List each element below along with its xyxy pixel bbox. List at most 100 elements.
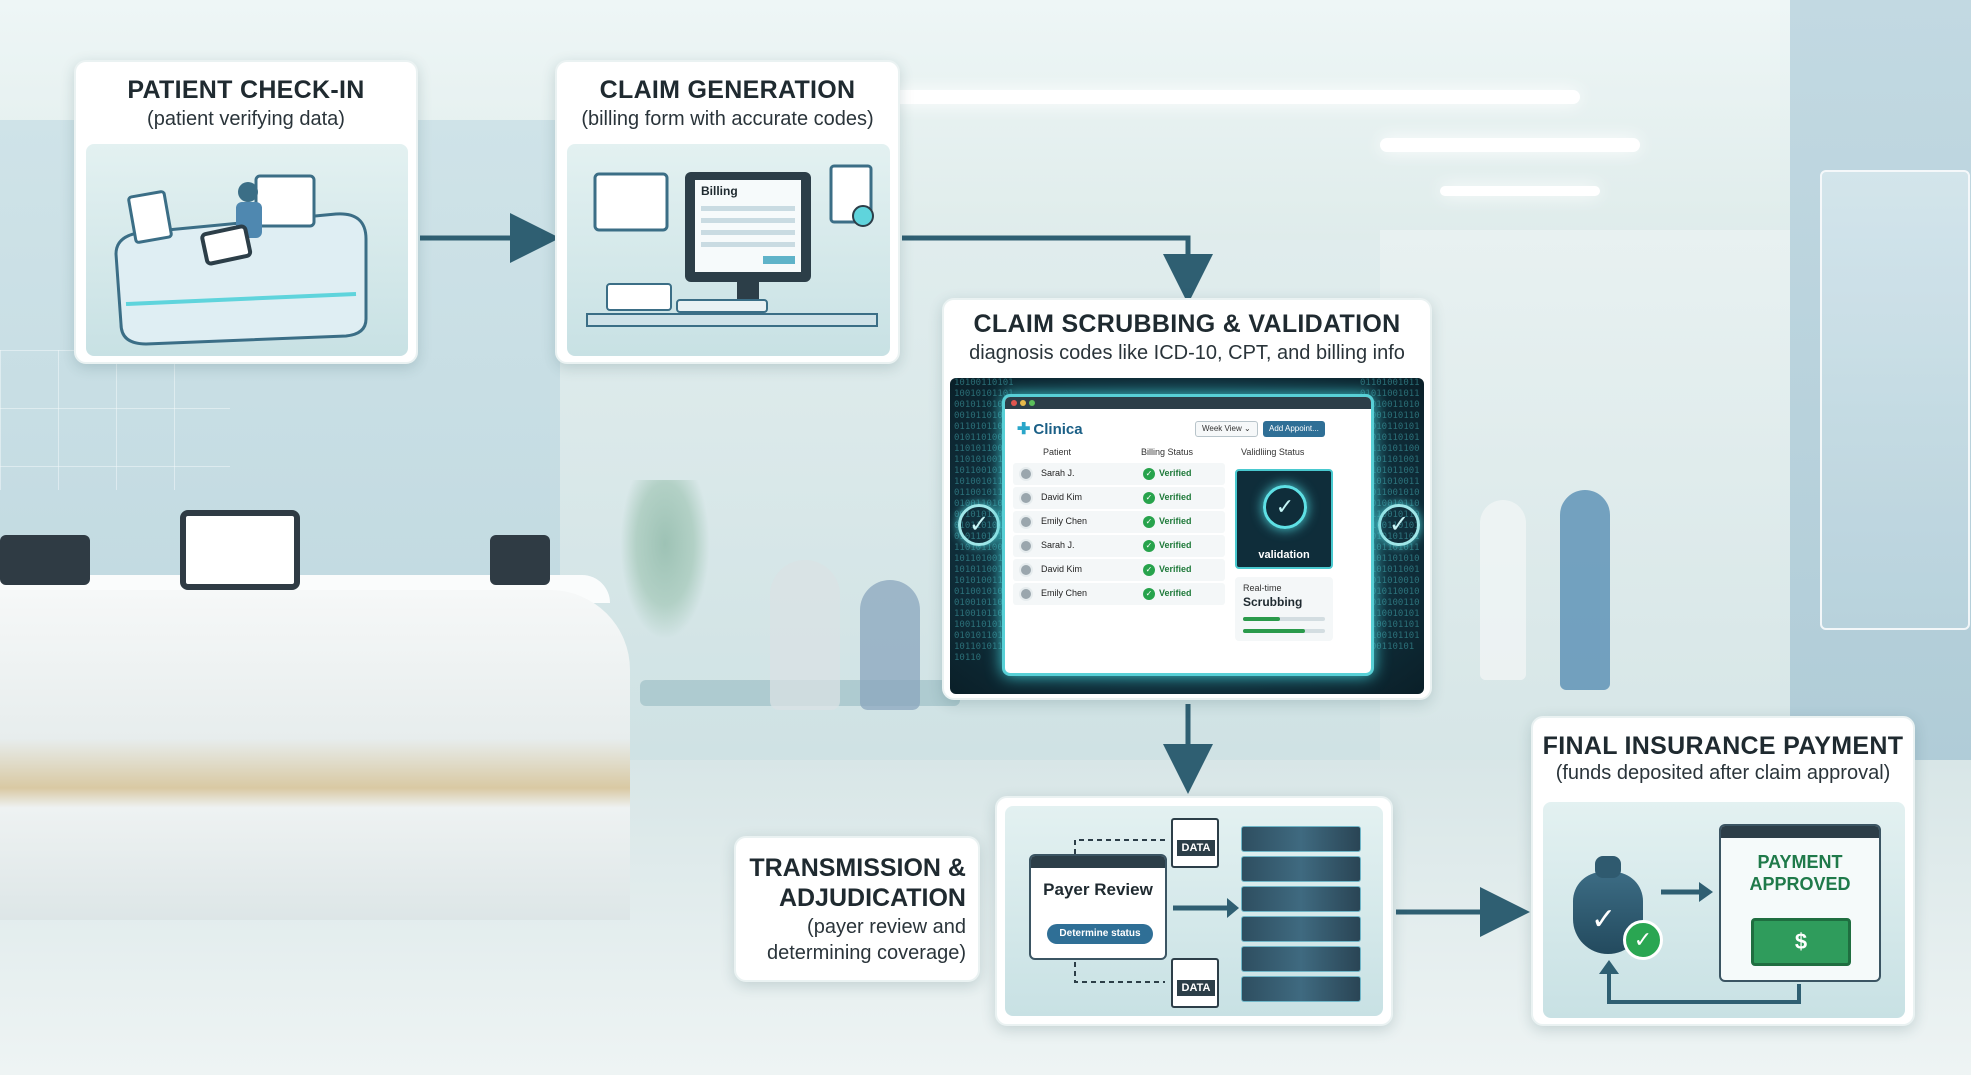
avatar bbox=[1019, 515, 1033, 529]
progress-bar bbox=[1243, 629, 1325, 633]
column-header-billing-status: Billing Status bbox=[1141, 447, 1194, 457]
patient-name: Emily Chen bbox=[1041, 588, 1088, 598]
patient-checkin-card: PATIENT CHECK-IN (patient verifying data… bbox=[74, 60, 418, 364]
progress-bar-fill bbox=[1243, 617, 1280, 621]
table-row[interactable]: Emily Chen ✓ Verified bbox=[1013, 583, 1225, 605]
check-circle-icon: ✓ bbox=[958, 504, 1000, 546]
app-titlebar bbox=[1005, 397, 1371, 409]
verified-check-icon: ✓ bbox=[1143, 468, 1155, 480]
validation-label: validation bbox=[1258, 549, 1310, 561]
table-row[interactable]: Sarah J. ✓ Verified bbox=[1013, 463, 1225, 485]
validation-panel: ✓ validation bbox=[1235, 469, 1333, 569]
verified-check-icon: ✓ bbox=[1143, 516, 1155, 528]
payer-window-titlebar bbox=[1031, 856, 1165, 868]
transmission-illustration: Payer Review Determine status DATA DATA bbox=[1005, 806, 1383, 1016]
server-unit bbox=[1241, 946, 1361, 972]
clinica-brand-label: Clinica bbox=[1033, 421, 1083, 438]
payment-approved-line2: APPROVED bbox=[1749, 874, 1851, 894]
server-rack-icon bbox=[1241, 826, 1361, 1006]
generation-subtitle: (billing form with accurate codes) bbox=[581, 108, 874, 130]
verified-check-icon: ✓ bbox=[1143, 492, 1155, 504]
billing-status: Verified bbox=[1159, 588, 1192, 598]
data-document-icon: DATA bbox=[1171, 958, 1219, 1008]
payment-title: FINAL INSURANCE PAYMENT bbox=[1542, 732, 1904, 760]
scrubbing-title: CLAIM SCRUBBING & VALIDATION bbox=[973, 310, 1401, 338]
table-row[interactable]: Emily Chen ✓ Verified bbox=[1013, 511, 1225, 533]
claim-scrubbing-card: CLAIM SCRUBBING & VALIDATION diagnosis c… bbox=[942, 298, 1432, 700]
add-appointment-button[interactable]: Add Appoint... bbox=[1263, 421, 1325, 437]
realtime-label: Real-time bbox=[1243, 583, 1282, 593]
column-header-patient: Patient bbox=[1043, 447, 1072, 457]
billing-monitor-label: Billing bbox=[701, 184, 738, 198]
avatar bbox=[1019, 467, 1033, 481]
medical-cross-icon: ✚ bbox=[1017, 421, 1031, 438]
transmission-title-line2: ADJUDICATION bbox=[778, 884, 966, 912]
transmission-title-line1: TRANSMISSION & bbox=[749, 854, 966, 882]
payment-approved-line1: PAYMENT bbox=[1757, 852, 1843, 872]
patient-name: Sarah J. bbox=[1041, 540, 1075, 550]
scrubbing-subtitle: diagnosis codes like ICD-10, CPT, and bi… bbox=[969, 342, 1405, 364]
window-max-dot bbox=[1029, 400, 1035, 406]
billing-computer-icon bbox=[586, 164, 878, 327]
wall-tiles bbox=[0, 350, 230, 490]
data-flow-lines bbox=[1074, 839, 1239, 983]
table-row[interactable]: David Kim ✓ Verified bbox=[1013, 487, 1225, 509]
transmission-label-card: TRANSMISSION & ADJUDICATION (payer revie… bbox=[734, 836, 980, 982]
reception-desk bbox=[0, 590, 630, 920]
dollar-bill-icon: $ bbox=[1751, 918, 1851, 966]
data-tag: DATA bbox=[1177, 840, 1215, 856]
validation-check-icon: ✓ bbox=[1263, 485, 1307, 529]
desk-monitor bbox=[490, 535, 550, 585]
patient-name: David Kim bbox=[1041, 564, 1083, 574]
patient-name: David Kim bbox=[1041, 492, 1083, 502]
reception-desk-icon bbox=[114, 174, 368, 346]
determine-status-button[interactable]: Determine status bbox=[1047, 924, 1153, 944]
checkin-subtitle: (patient verifying data) bbox=[147, 108, 345, 130]
arrow-generation-to-scrubbing bbox=[902, 235, 1213, 304]
check-circle-icon: ✓ bbox=[1378, 504, 1420, 546]
column-header-validation-status: Validliing Status bbox=[1241, 447, 1305, 457]
server-unit bbox=[1241, 856, 1361, 882]
transmission-subtitle-line1: (payer review and bbox=[807, 916, 966, 938]
payment-approved-window: PAYMENT APPROVED $ bbox=[1719, 824, 1881, 982]
payment-illustration: ✓ ✓ PAYMENT APPROVED $ bbox=[1543, 802, 1905, 1018]
avatar bbox=[1019, 587, 1033, 601]
waiting-person bbox=[770, 560, 840, 710]
payment-flow-lines bbox=[1599, 882, 1801, 1004]
desk-tablet bbox=[180, 510, 300, 590]
waiting-person bbox=[860, 580, 920, 710]
billing-status: Verified bbox=[1159, 516, 1192, 526]
desk-monitor bbox=[0, 535, 90, 585]
progress-bar-fill bbox=[1243, 629, 1305, 633]
claim-generation-card: CLAIM GENERATION (billing form with accu… bbox=[555, 60, 900, 364]
ceiling-light bbox=[1380, 138, 1640, 152]
plant bbox=[620, 480, 710, 640]
ceiling-light bbox=[1440, 186, 1600, 196]
clinica-brand: ✚Clinica bbox=[1017, 419, 1083, 439]
data-tag: DATA bbox=[1177, 980, 1215, 996]
week-view-button[interactable]: Week View ⌄ bbox=[1195, 421, 1258, 437]
checkin-title: PATIENT CHECK-IN bbox=[127, 76, 365, 104]
payer-review-title: Payer Review bbox=[1043, 880, 1153, 899]
nurse-figure bbox=[1560, 490, 1610, 690]
avatar bbox=[1019, 491, 1033, 505]
progress-bar bbox=[1243, 617, 1325, 621]
patient-name: Sarah J. bbox=[1041, 468, 1075, 478]
money-bag-knot bbox=[1595, 856, 1621, 878]
verified-check-icon: ✓ bbox=[1143, 540, 1155, 552]
table-row[interactable]: Sarah J. ✓ Verified bbox=[1013, 535, 1225, 557]
transmission-card: Payer Review Determine status DATA DATA bbox=[995, 796, 1393, 1026]
window-min-dot bbox=[1020, 400, 1026, 406]
scrubbing-label: Scrubbing bbox=[1243, 595, 1303, 609]
billing-status: Verified bbox=[1159, 492, 1192, 502]
table-row[interactable]: David Kim ✓ Verified bbox=[1013, 559, 1225, 581]
server-unit bbox=[1241, 826, 1361, 852]
ceiling-light bbox=[880, 90, 1580, 104]
clinica-app-window: ✚Clinica Week View ⌄ Add Appoint... Pati… bbox=[1002, 394, 1374, 676]
avatar bbox=[1019, 563, 1033, 577]
avatar bbox=[1019, 539, 1033, 553]
realtime-scrubbing-panel: Real-time Scrubbing bbox=[1235, 577, 1333, 641]
scrubbing-illustration: 1010011010110010101101001011010110010110… bbox=[950, 378, 1424, 694]
verified-check-icon: ✓ bbox=[1143, 588, 1155, 600]
